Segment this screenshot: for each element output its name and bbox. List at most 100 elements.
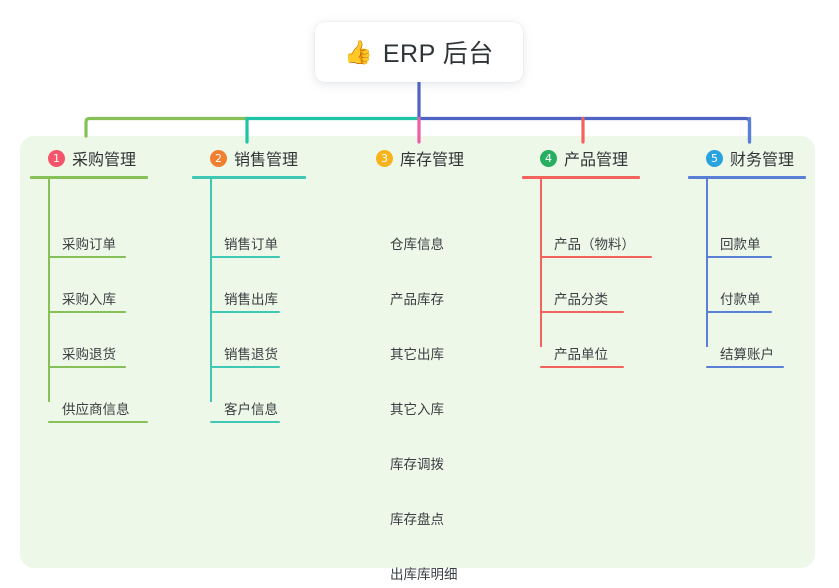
branch-number-badge: 4 bbox=[540, 149, 557, 167]
branch-child-rule bbox=[48, 311, 126, 313]
branch-child-label: 产品（物料） bbox=[554, 237, 635, 252]
branch-child-label: 仓库信息 bbox=[390, 237, 444, 252]
root-node-label: ERP 后台 bbox=[382, 40, 494, 68]
root-node[interactable]: 👍 ERP 后台 bbox=[315, 22, 523, 82]
branch-child-label: 库存调拨 bbox=[390, 457, 444, 472]
branch-child-item[interactable]: 付款单 bbox=[706, 288, 772, 313]
branch-children: 销售订单销售出库销售退货客户信息 bbox=[192, 179, 306, 423]
branch-column-财务管理: 5 财务管理回款单付款单结算账户 bbox=[688, 146, 806, 368]
branch-child-item[interactable]: 回款单 bbox=[706, 233, 772, 258]
branches-panel bbox=[20, 136, 815, 568]
branch-child-label: 付款单 bbox=[720, 292, 761, 307]
branch-child-item[interactable]: 其它出库 bbox=[376, 343, 448, 368]
branch-number-badge: 3 bbox=[376, 149, 393, 167]
branch-child-rule bbox=[48, 366, 126, 368]
branch-child-rule bbox=[540, 311, 624, 313]
branch-child-item[interactable]: 销售订单 bbox=[210, 233, 280, 258]
branch-child-label: 采购退货 bbox=[62, 347, 116, 362]
thumbs-up-icon: 👍 bbox=[344, 38, 373, 65]
branch-child-item[interactable]: 库存盘点 bbox=[376, 508, 448, 533]
branch-child-label: 其它入库 bbox=[390, 402, 444, 417]
branch-child-item[interactable]: 产品单位 bbox=[540, 343, 624, 368]
branch-children: 产品（物料） 产品分类产品单位 bbox=[522, 179, 652, 368]
branch-child-item[interactable]: 采购入库 bbox=[48, 288, 126, 313]
branch-child-rule bbox=[210, 421, 280, 423]
branch-child-label: 其它出库 bbox=[390, 347, 444, 362]
branch-header-采购管理[interactable]: 1 采购管理 bbox=[30, 146, 148, 170]
branch-child-item[interactable]: 客户信息 bbox=[210, 398, 280, 423]
root-node-content: 👍 ERP 后台 bbox=[344, 34, 494, 70]
branch-header-销售管理[interactable]: 2 销售管理 bbox=[192, 146, 306, 170]
branch-column-采购管理: 1 采购管理采购订单采购入库采购退货供应商信息 bbox=[30, 146, 148, 423]
branch-child-item[interactable]: 产品（物料） bbox=[540, 233, 652, 258]
branch-child-rule bbox=[540, 256, 652, 258]
branch-child-rule bbox=[706, 366, 784, 368]
branch-number-badge: 5 bbox=[706, 149, 723, 167]
branch-title-label: 销售管理 bbox=[234, 152, 299, 169]
branch-child-rule bbox=[540, 366, 624, 368]
branch-child-label: 销售退货 bbox=[224, 347, 278, 362]
branch-header-库存管理[interactable]: 3 库存管理 bbox=[358, 146, 476, 170]
branch-spine bbox=[706, 179, 708, 347]
branch-child-rule bbox=[210, 256, 280, 258]
branch-child-item[interactable]: 仓库信息 bbox=[376, 233, 448, 258]
branch-child-label: 产品分类 bbox=[554, 292, 608, 307]
branch-children: 仓库信息产品库存其它出库其它入库库存调拨库存盘点出库库明细 bbox=[358, 179, 476, 587]
branch-title-label: 采购管理 bbox=[72, 152, 137, 169]
branch-child-label: 客户信息 bbox=[224, 402, 278, 417]
branch-title-label: 产品管理 bbox=[564, 152, 629, 169]
branch-column-产品管理: 4 产品管理产品（物料） 产品分类产品单位 bbox=[522, 146, 652, 368]
branch-child-rule bbox=[48, 421, 148, 423]
branch-header-财务管理[interactable]: 5 财务管理 bbox=[688, 146, 806, 170]
branch-children: 采购订单采购入库采购退货供应商信息 bbox=[30, 179, 148, 423]
branch-children: 回款单付款单结算账户 bbox=[688, 179, 806, 368]
branch-number-badge: 2 bbox=[210, 149, 227, 167]
branch-child-label: 销售出库 bbox=[224, 292, 278, 307]
branch-spine bbox=[48, 179, 50, 402]
branch-child-item[interactable]: 其它入库 bbox=[376, 398, 448, 423]
branch-header-产品管理[interactable]: 4 产品管理 bbox=[522, 146, 640, 170]
branch-header-rule bbox=[522, 176, 640, 179]
branch-child-rule bbox=[706, 256, 772, 258]
branch-spine bbox=[540, 179, 542, 347]
branch-child-rule bbox=[376, 531, 448, 533]
branch-header-rule bbox=[192, 176, 306, 179]
branch-column-销售管理: 2 销售管理销售订单销售出库销售退货客户信息 bbox=[192, 146, 306, 423]
branch-child-item[interactable]: 产品库存 bbox=[376, 288, 448, 313]
branch-child-rule bbox=[376, 311, 448, 313]
branch-child-label: 结算账户 bbox=[720, 347, 774, 362]
branch-number-badge: 1 bbox=[48, 149, 65, 167]
branch-child-rule bbox=[376, 586, 462, 588]
branch-child-item[interactable]: 供应商信息 bbox=[48, 398, 148, 423]
branch-child-item[interactable]: 采购退货 bbox=[48, 343, 126, 368]
branch-child-item[interactable]: 产品分类 bbox=[540, 288, 624, 313]
branch-child-rule bbox=[210, 311, 280, 313]
branch-column-库存管理: 3 库存管理仓库信息产品库存其它出库其它入库库存调拨库存盘点出库库明细 bbox=[358, 146, 476, 587]
branch-child-label: 销售订单 bbox=[224, 237, 278, 252]
branch-child-rule bbox=[48, 256, 126, 258]
branch-child-item[interactable]: 销售出库 bbox=[210, 288, 280, 313]
branch-child-rule bbox=[376, 366, 448, 368]
branch-child-label: 库存盘点 bbox=[390, 512, 444, 527]
branch-child-item[interactable]: 销售退货 bbox=[210, 343, 280, 368]
branch-child-label: 采购入库 bbox=[62, 292, 116, 307]
branch-child-item[interactable]: 库存调拨 bbox=[376, 453, 448, 478]
branch-child-label: 出库库明细 bbox=[390, 567, 458, 582]
branch-child-rule bbox=[210, 366, 280, 368]
branch-child-rule bbox=[376, 421, 448, 423]
branch-child-rule bbox=[376, 476, 448, 478]
branch-child-item[interactable]: 采购订单 bbox=[48, 233, 126, 258]
branch-child-item[interactable]: 出库库明细 bbox=[376, 563, 462, 588]
branch-child-label: 回款单 bbox=[720, 237, 761, 252]
branch-title-label: 库存管理 bbox=[400, 152, 465, 169]
branch-child-item[interactable]: 结算账户 bbox=[706, 343, 784, 368]
branch-title-label: 财务管理 bbox=[730, 152, 795, 169]
bus-left-green bbox=[84, 116, 249, 138]
branch-child-label: 供应商信息 bbox=[62, 402, 130, 417]
branch-header-rule bbox=[688, 176, 806, 179]
branch-spine bbox=[210, 179, 212, 402]
branch-child-label: 产品单位 bbox=[554, 347, 608, 362]
branch-child-label: 产品库存 bbox=[390, 292, 444, 307]
branch-child-rule bbox=[706, 311, 772, 313]
